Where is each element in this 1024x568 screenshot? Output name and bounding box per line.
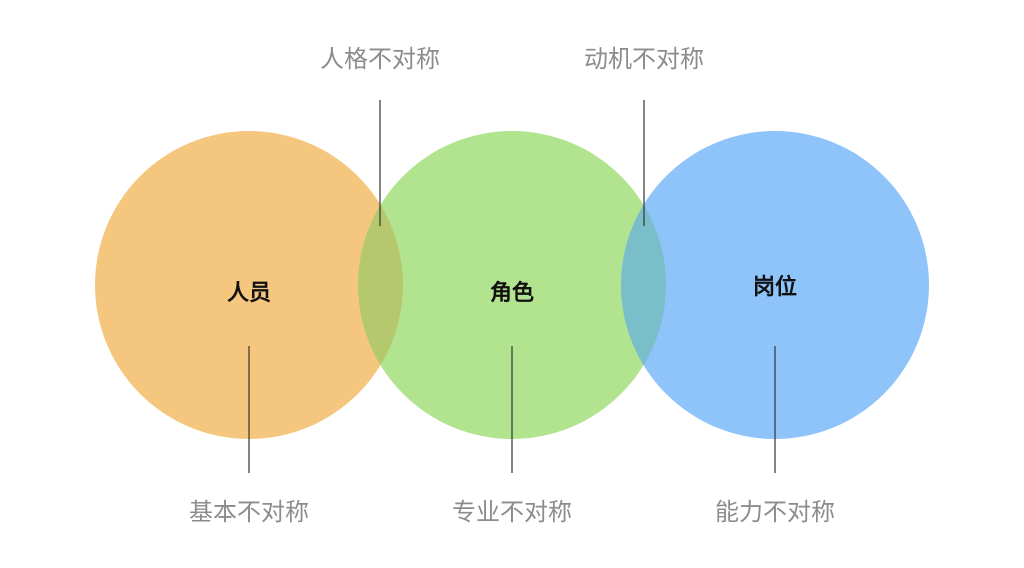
callout-bottom-left: 基本不对称: [189, 498, 309, 526]
circle-label-position: 岗位: [753, 274, 797, 300]
circle-label-role: 角色: [490, 280, 534, 306]
circle-role: [358, 131, 666, 439]
callout-top-left: 人格不对称: [320, 45, 440, 73]
circle-personnel: [95, 131, 403, 439]
callout-bottom-middle: 专业不对称: [452, 498, 572, 526]
circle-position: [621, 131, 929, 439]
circle-label-personnel: 人员: [227, 281, 271, 306]
callout-bottom-right: 能力不对称: [715, 498, 835, 526]
callout-top-right: 动机不对称: [584, 45, 704, 73]
